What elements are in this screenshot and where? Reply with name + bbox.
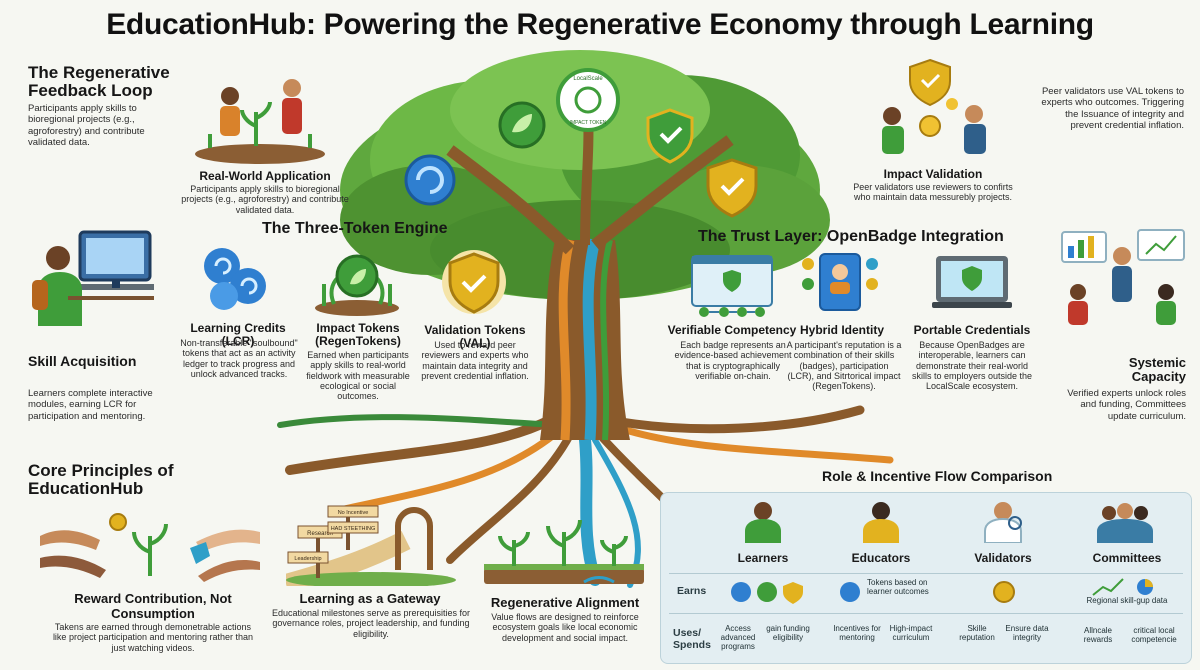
verifiable-competency-icon: [691, 255, 773, 317]
core-title: Core Principles of EducationHub: [28, 461, 174, 499]
systemic-text: Verified experts unlock roles and fundin…: [1067, 388, 1186, 422]
sign-leadership: Leadership: [294, 556, 321, 562]
sign-research: Research: [307, 531, 333, 537]
committee-presentation-illustration: [1061, 229, 1185, 325]
role-validators: Validators: [974, 551, 1032, 565]
impact-validation-text: Peer validators use reviewers to confirt…: [853, 182, 1013, 203]
canopy-regen-icon: [498, 101, 546, 149]
educator-use-2: High-impact curriculum: [889, 624, 933, 642]
impact-validation-title: Impact Validation: [883, 167, 983, 181]
sign-no-incentive: No Incentive: [338, 510, 369, 516]
learner-computer-illustration: [32, 230, 154, 326]
portable-credentials-icon: [932, 256, 1012, 308]
principle-2-title: Learning as a Gateway: [299, 591, 441, 606]
portable-text: Because OpenBadges are interoperable, le…: [911, 340, 1033, 392]
row-divider: [669, 613, 1183, 614]
three-token-title: The Three-Token Engine: [262, 220, 448, 237]
row-uses-label: Uses/ Spends: [673, 627, 711, 652]
comparison-title: Role & Incentive Flow Comparison: [822, 468, 1053, 484]
val-title: Validation Tokens (VAL): [424, 323, 526, 351]
regen-title: Impact Tokens (RegenTokens): [315, 321, 401, 349]
lcr-token-icon: [204, 248, 266, 310]
page-title: EducationHub: Powering the Regenerative …: [106, 8, 1094, 41]
regen-text: Earned when participants apply skills to…: [306, 350, 410, 402]
verifiable-text: Each badge represents an evidence-based …: [674, 340, 792, 382]
regenerative-sprouts-illustration: [484, 519, 644, 584]
top-right-text: Peer validators use VAL tokens to expert…: [1041, 86, 1184, 132]
validator-avatar: [984, 502, 1022, 543]
lcr-title: Learning Credits (LCR): [190, 321, 286, 349]
trust-title: The Trust Layer: OpenBadge Integration: [698, 228, 1004, 245]
educator-avatar: [863, 502, 899, 543]
educator-use-1: Incentives for mentoring: [833, 624, 881, 642]
validator-use-1: Skille reputation: [959, 624, 995, 642]
canopy-shield-gold-icon: [706, 158, 758, 218]
principle-3-text: Value flows are designed to reinforce ec…: [491, 612, 639, 643]
val-token-icon: [442, 250, 506, 314]
row-earns-label: Earns: [677, 585, 707, 597]
learner-avatar: [745, 502, 781, 543]
sign-had-steething: HAD STEETHING: [331, 526, 376, 532]
committee-earns-text: Regional skill-gup data: [1086, 596, 1168, 605]
real-world-title: Real-World Application: [199, 169, 331, 183]
learner-earns-icons: [731, 582, 803, 604]
learner-use-2: gain funding eligibility: [766, 624, 810, 642]
validator-earns-icon: [993, 581, 1015, 603]
val-text: Used to reward peer reviewers and expert…: [421, 340, 529, 382]
gardening-illustration: [195, 79, 325, 164]
role-educators: Educators: [851, 551, 911, 565]
seal-top-text: LocalScale: [573, 76, 603, 82]
canopy-shield-green-icon: [646, 108, 694, 164]
principle-2-text: Educational milestones serve as prerequi…: [271, 608, 471, 639]
skill-text: Learners complete interactive modules, e…: [28, 388, 153, 422]
committee-use-2: critical local competencie: [1131, 626, 1177, 644]
lcr-text: Non-transferable "soulbound" tokens that…: [180, 338, 298, 380]
validator-use-2: Ensure data integrity: [1005, 624, 1049, 642]
committee-earns-chart-icon: [1092, 578, 1153, 596]
feedback-loop-text: Participants apply skills to bioregional…: [28, 103, 145, 149]
role-learners: Learners: [737, 551, 789, 565]
portable-title: Portable Credentials: [913, 323, 1031, 337]
educator-earns-icon: [840, 582, 860, 602]
tree-trunk: [446, 109, 734, 441]
regen-token-icon: [315, 254, 399, 316]
header-divider: [669, 573, 1183, 574]
hybrid-title: Hybrid Identity: [799, 323, 884, 337]
impact-token-seal: LocalScale IMPACT TOKEN: [556, 68, 620, 132]
principle-1-title: Reward Contribution, Not Consumption: [74, 591, 232, 621]
hybrid-text: A participant's reputation is a combinat…: [786, 340, 902, 392]
real-world-text: Participants apply skills to bioregional…: [181, 184, 349, 215]
role-committees: Committees: [1092, 551, 1162, 565]
feedback-loop-title: The Regenerative Feedback Loop: [28, 63, 170, 101]
committee-use-1: Allncale rewards: [1083, 626, 1113, 644]
principle-1-text: Takens are earned through demonetrable a…: [52, 622, 254, 653]
hybrid-identity-icon: [802, 253, 878, 311]
learner-use-1: Access advanced programs: [720, 624, 756, 651]
canopy-lcr-icon: [404, 154, 456, 206]
verifiable-title: Verifiable Competency: [667, 323, 797, 337]
hands-sharing-illustration: [40, 513, 260, 582]
principle-3-title: Regenerative Alignment: [490, 595, 640, 610]
seal-bottom-text: IMPACT TOKEN: [570, 120, 607, 126]
committee-avatar: [1097, 503, 1153, 543]
validation-illustration: [882, 58, 986, 154]
educator-earns-text: Tokens based on learner outcomes: [867, 578, 929, 596]
skill-title: Skill Acquisition: [28, 353, 137, 369]
comparison-panel: Earns Uses/ Spends Learners Access advan…: [660, 492, 1192, 664]
gateway-path-illustration: Research No Incentive HAD STEETHING Lead…: [286, 505, 456, 586]
systemic-title: Systemic Capacity: [1128, 355, 1186, 385]
